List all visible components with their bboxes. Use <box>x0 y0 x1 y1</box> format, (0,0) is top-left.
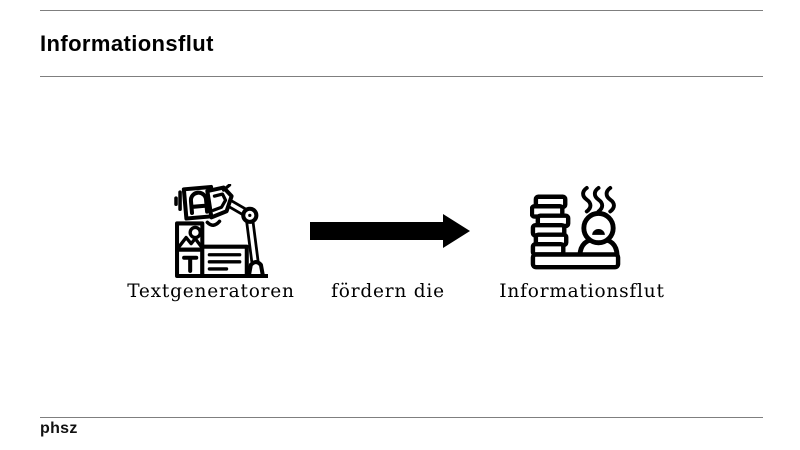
title-divider <box>40 76 763 77</box>
diagram-label-target: Informationsflut <box>499 281 665 302</box>
page-title: Informationsflut <box>40 30 214 56</box>
robot-arm-text-generator-icon <box>174 184 268 278</box>
footer-divider <box>40 417 763 418</box>
diagram-label-source: Textgeneratoren <box>127 281 295 302</box>
top-divider <box>40 10 763 11</box>
paper-stack-stressed-person-icon <box>530 185 622 277</box>
diagram-label-relation: fördern die <box>331 281 445 302</box>
phsz-logo: phsz <box>40 420 78 437</box>
arrow-right-icon <box>310 214 470 248</box>
